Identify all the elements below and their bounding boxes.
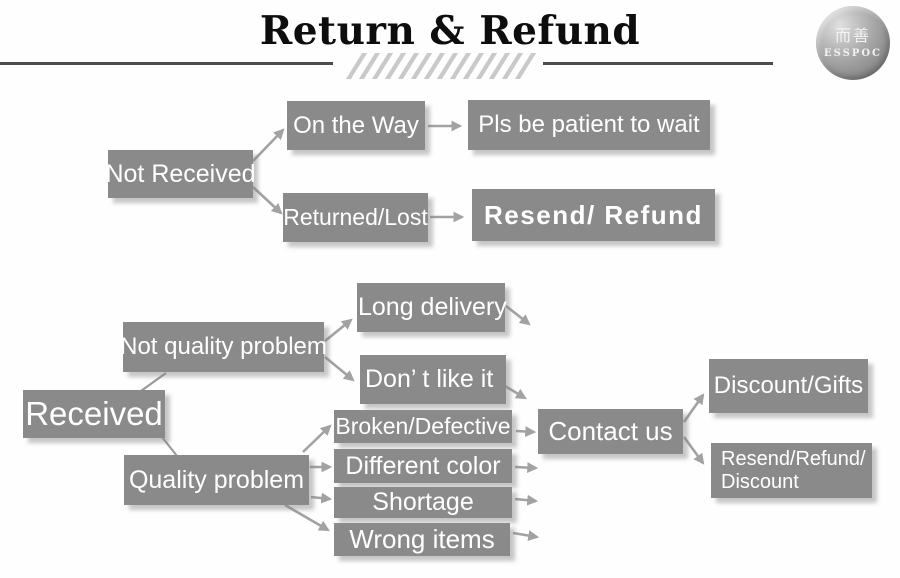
edge-received-nqp	[140, 372, 167, 392]
node-different-color: Different color	[334, 449, 512, 483]
brand-logo-cn: 而善	[834, 26, 871, 46]
edge-qp-wrong-items	[284, 503, 330, 532]
node-quality-problem: Quality problem	[124, 455, 309, 505]
node-on-the-way: On the Way	[287, 101, 425, 150]
node-long-delivery: Long delivery	[357, 283, 507, 332]
node-received: Received	[23, 390, 165, 438]
edge-not-received-returned-lost	[252, 186, 283, 215]
node-contact-us: Contact us	[538, 409, 683, 454]
edge-nqp-long-delivery	[324, 318, 353, 343]
edge-contact-us-discount-gifts	[682, 393, 705, 423]
edge-qp-broken-defective	[302, 424, 332, 453]
header-rule-right	[543, 62, 773, 65]
edge-shortage-contact-us	[514, 494, 539, 506]
node-resend-refund-discount-line2: Discount	[721, 470, 799, 493]
node-wrong-items: Wrong items	[334, 523, 510, 556]
node-resend-refund-discount: Resend/Refund/ Discount	[711, 443, 872, 498]
node-resend-refund: Resend/ Refund	[472, 189, 715, 241]
hatch-decoration	[345, 53, 537, 79]
node-not-received: Not Received	[105, 150, 256, 198]
edge-long-delivery-out	[505, 304, 531, 326]
brand-logo: 而善 ESSPOC	[816, 6, 890, 80]
edge-qp-shortage	[310, 492, 333, 504]
node-dont-like-it: Don’ t like it	[360, 355, 506, 404]
edge-not-received-on-the-way	[252, 128, 285, 162]
node-not-quality-problem: Not quality problem	[120, 322, 327, 372]
node-resend-refund-discount-line1: Resend/Refund/	[721, 447, 866, 470]
node-broken-defective: Broken/Defective	[334, 410, 512, 443]
edge-contact-us-resend-refund-discount	[682, 436, 705, 465]
node-pls-be-patient: Pls be patient to wait	[468, 100, 710, 150]
header-rule-left	[0, 62, 333, 65]
edge-different-color-contact-us	[514, 462, 539, 474]
edge-wrong-items-contact-us	[512, 530, 540, 541]
node-discount-gifts: Discount/Gifts	[709, 359, 868, 413]
edge-received-qp	[161, 436, 178, 457]
edge-nqp-dont-like-it	[324, 355, 355, 382]
node-returned-lost: Returned/Lost	[283, 193, 428, 242]
brand-logo-en: ESSPOC	[823, 47, 883, 59]
edge-broken-defective-contact-us	[515, 426, 537, 437]
page-title: Return & Refund	[259, 8, 641, 54]
node-shortage: Shortage	[334, 487, 512, 518]
